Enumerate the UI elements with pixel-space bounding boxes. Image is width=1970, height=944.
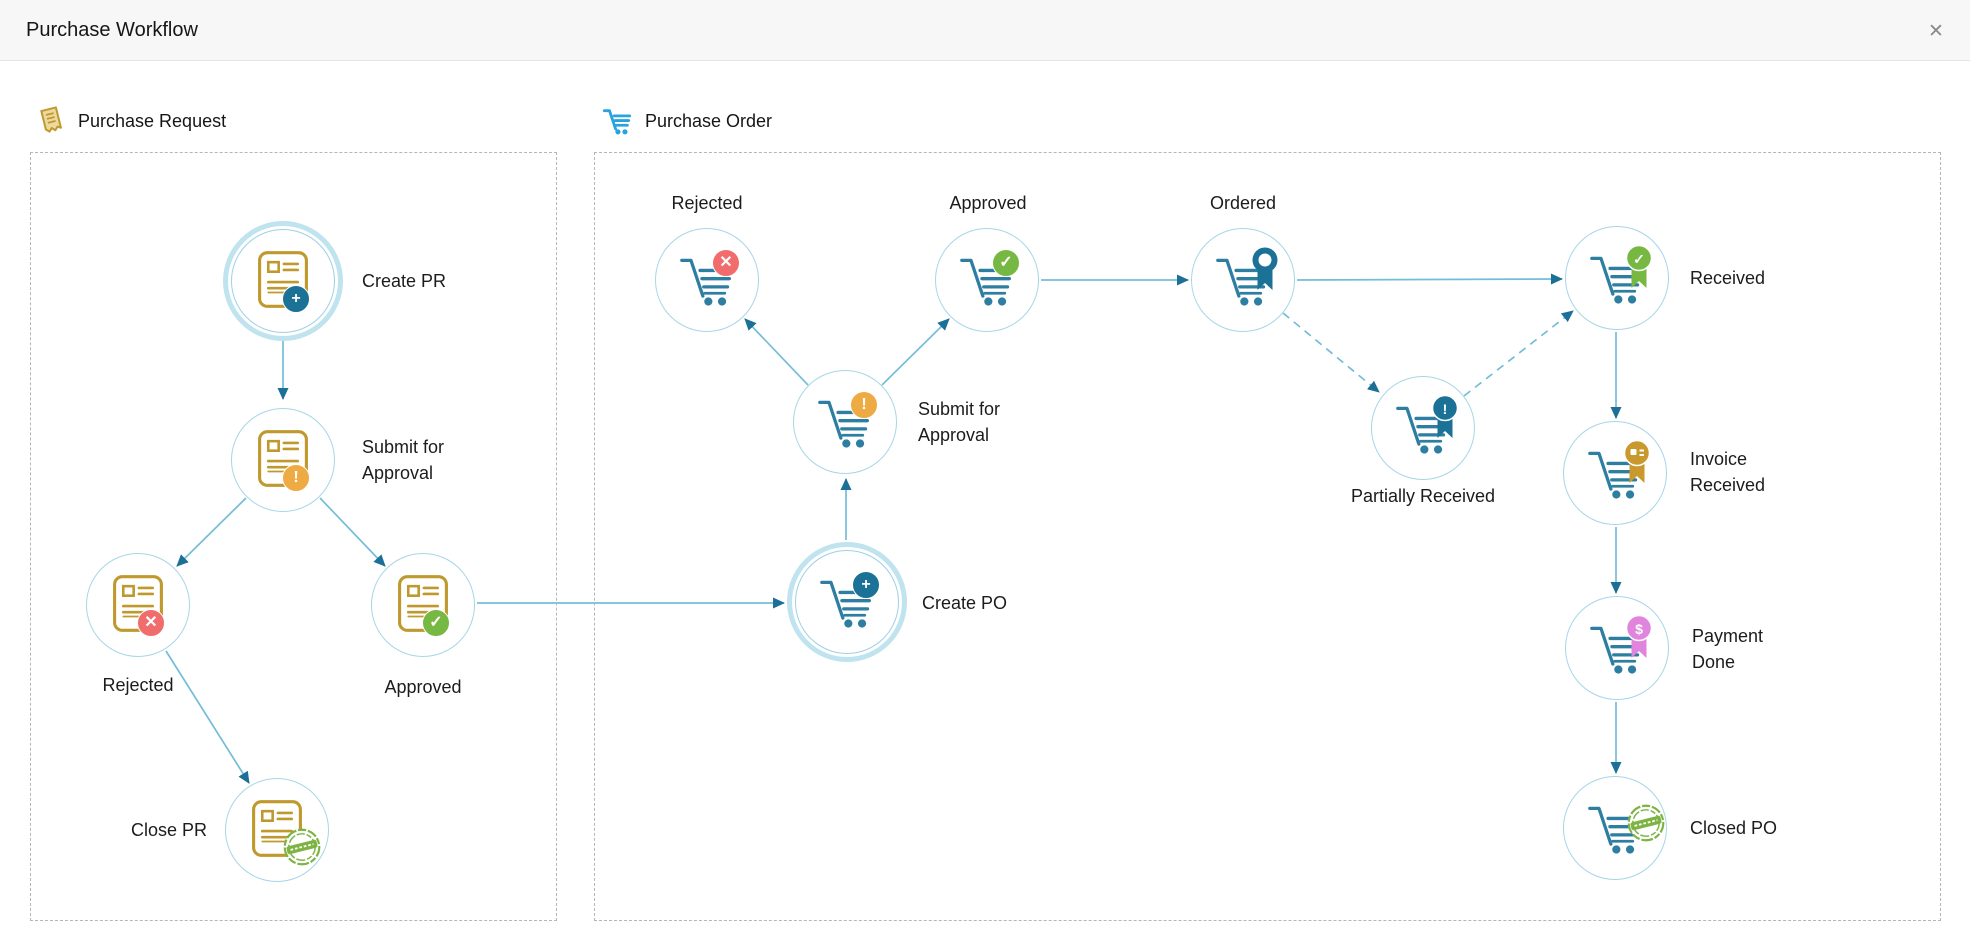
medal-exclamation-badge-icon: ! <box>1429 395 1461 439</box>
node-label-po-submit: Submit for Approval <box>918 399 1001 445</box>
node-label-po-rejected: Rejected <box>671 193 743 213</box>
check-badge-icon: ✓ <box>422 609 450 637</box>
receipt-icon <box>40 106 62 133</box>
node-po-payment-done[interactable]: $ <box>1565 596 1669 700</box>
page-title: Purchase Workflow <box>26 18 198 41</box>
node-pr-submit-for-approval[interactable]: ! <box>231 408 335 512</box>
node-po-partially-received[interactable]: ! <box>1371 376 1475 480</box>
closed-stamp-icon <box>282 827 322 867</box>
node-po-approved[interactable]: ✓ <box>935 228 1039 332</box>
section-header-purchase-order: Purchase Order <box>602 104 772 138</box>
medal-invoice-badge-icon <box>1621 440 1653 484</box>
exclamation-badge-icon: ! <box>282 464 310 492</box>
medal-dollar-badge-icon: $ <box>1623 615 1655 659</box>
node-label-create-po: Create PO <box>922 593 1008 613</box>
node-create-po[interactable]: + <box>795 550 899 654</box>
node-label-closed-po: Closed PO <box>1690 818 1778 838</box>
node-pr-approved[interactable]: ✓ <box>371 553 475 657</box>
close-icon[interactable]: ✕ <box>1928 20 1944 42</box>
section-header-purchase-request: Purchase Request <box>38 104 226 138</box>
exclamation-badge-icon: ! <box>850 391 878 419</box>
node-label-po-partially-received: Partially Received <box>1350 486 1496 506</box>
node-label-po-received: Received <box>1690 268 1766 288</box>
cart-icon <box>602 109 632 135</box>
node-po-invoice-received[interactable] <box>1563 421 1667 525</box>
node-closed-po[interactable] <box>1563 776 1667 880</box>
node-label-po-invoice-received: Invoice Received <box>1690 449 1766 495</box>
node-label-close-pr: Close PR <box>130 820 207 840</box>
medal-badge-icon <box>1249 247 1281 291</box>
modal-titlebar: Purchase Workflow <box>0 0 1970 61</box>
node-label-po-approved: Approved <box>949 193 1027 213</box>
cross-badge-icon: ✕ <box>712 249 740 277</box>
medal-check-badge-icon: ✓ <box>1623 245 1655 289</box>
node-label-pr-submit: Submit for Approval <box>362 437 445 483</box>
purchase-request-panel <box>30 152 557 921</box>
check-badge-icon: ✓ <box>992 249 1020 277</box>
purchase-order-panel <box>594 152 1941 921</box>
node-po-submit-for-approval[interactable]: ! <box>793 370 897 474</box>
node-create-pr[interactable]: + <box>231 229 335 333</box>
section-label-purchase-order: Purchase Order <box>645 110 773 131</box>
node-po-ordered[interactable] <box>1191 228 1295 332</box>
node-label-create-pr: Create PR <box>362 271 447 291</box>
node-close-pr[interactable] <box>225 778 329 882</box>
node-po-received[interactable]: ✓ <box>1565 226 1669 330</box>
node-label-pr-approved: Approved <box>384 677 462 697</box>
plus-badge-icon: + <box>852 571 880 599</box>
plus-badge-icon: + <box>282 285 310 313</box>
node-label-pr-rejected: Rejected <box>102 675 174 695</box>
node-po-rejected[interactable]: ✕ <box>655 228 759 332</box>
section-label-purchase-request: Purchase Request <box>78 110 227 131</box>
node-label-po-payment-done: Payment Done <box>1692 626 1764 672</box>
cross-badge-icon: ✕ <box>137 609 165 637</box>
node-pr-rejected[interactable]: ✕ <box>86 553 190 657</box>
node-label-po-ordered: Ordered <box>1209 193 1277 213</box>
closed-stamp-icon <box>1626 803 1666 843</box>
